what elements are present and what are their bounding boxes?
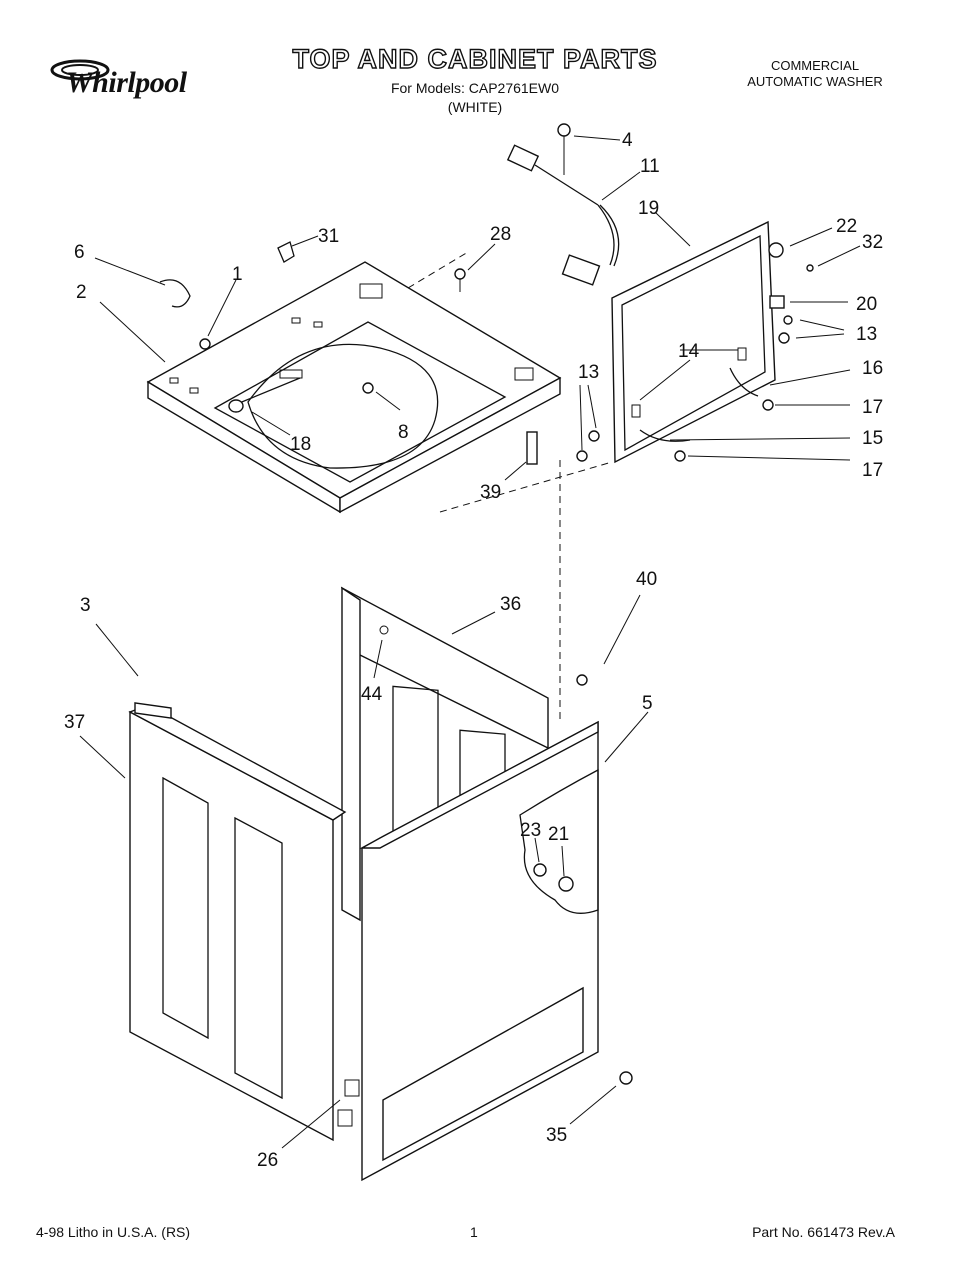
callout-35: 35 xyxy=(546,1125,567,1146)
whirlpool-swirl-icon xyxy=(50,59,110,81)
front-panel-part xyxy=(128,702,360,1142)
appliance-type-line1: COMMERCIAL xyxy=(770,58,860,73)
callout-36: 36 xyxy=(500,594,521,615)
callout-5: 5 xyxy=(642,693,653,714)
callout-20: 20 xyxy=(856,294,877,315)
lid-switch-harness-part xyxy=(506,123,620,286)
callout-8: 8 xyxy=(398,422,409,443)
callout-17: 17 xyxy=(862,460,883,481)
page-number: 1 xyxy=(470,1224,478,1240)
appliance-type-line2: AUTOMATIC WASHER xyxy=(747,74,883,89)
assembly-guide-line xyxy=(439,461,613,513)
callout-13: 13 xyxy=(856,324,877,345)
console-frame-part xyxy=(576,220,785,464)
callout-26: 26 xyxy=(257,1150,278,1171)
callout-39: 39 xyxy=(480,482,501,503)
whirlpool-logo: Whirlpool xyxy=(40,52,220,112)
top-cover-part xyxy=(146,261,562,514)
callout-40: 40 xyxy=(636,569,657,590)
callout-37: 37 xyxy=(64,712,85,733)
callout-23: 23 xyxy=(520,820,541,841)
callout-44: 44 xyxy=(361,684,383,705)
part-number: Part No. 661473 Rev.A xyxy=(752,1224,895,1240)
model-number: For Models: CAP2761EW0 xyxy=(390,80,560,96)
callout-14: 14 xyxy=(678,341,700,362)
callout-13: 13 xyxy=(578,362,599,383)
callout-15: 15 xyxy=(862,428,883,449)
callout-16: 16 xyxy=(862,358,883,379)
footer-print-info: 4-98 Litho in U.S.A. (RS) xyxy=(36,1224,191,1240)
callout-28: 28 xyxy=(490,224,511,245)
callout-4: 4 xyxy=(622,130,633,151)
callout-6: 6 xyxy=(74,242,85,263)
callout-18: 18 xyxy=(290,434,311,455)
callout-21: 21 xyxy=(548,824,569,845)
callout-22: 22 xyxy=(836,216,857,237)
model-color: (WHITE) xyxy=(447,99,503,115)
callout-17: 17 xyxy=(862,397,883,418)
page-title: TOP AND CABINET PARTS xyxy=(292,43,658,74)
hardware-parts xyxy=(159,241,814,465)
callout-31: 31 xyxy=(318,226,339,247)
appliance-type: COMMERCIAL AUTOMATIC WASHER xyxy=(720,58,910,90)
callout-32: 32 xyxy=(862,232,883,253)
side-panel-part xyxy=(359,674,633,1182)
callout-3: 3 xyxy=(80,595,91,616)
callout-11: 11 xyxy=(640,156,660,177)
callout-2: 2 xyxy=(76,282,87,303)
callout-19: 19 xyxy=(638,198,659,219)
callout-1: 1 xyxy=(232,264,243,285)
brand-name: Whirlpool xyxy=(66,66,187,99)
leader-lines xyxy=(79,135,861,1149)
